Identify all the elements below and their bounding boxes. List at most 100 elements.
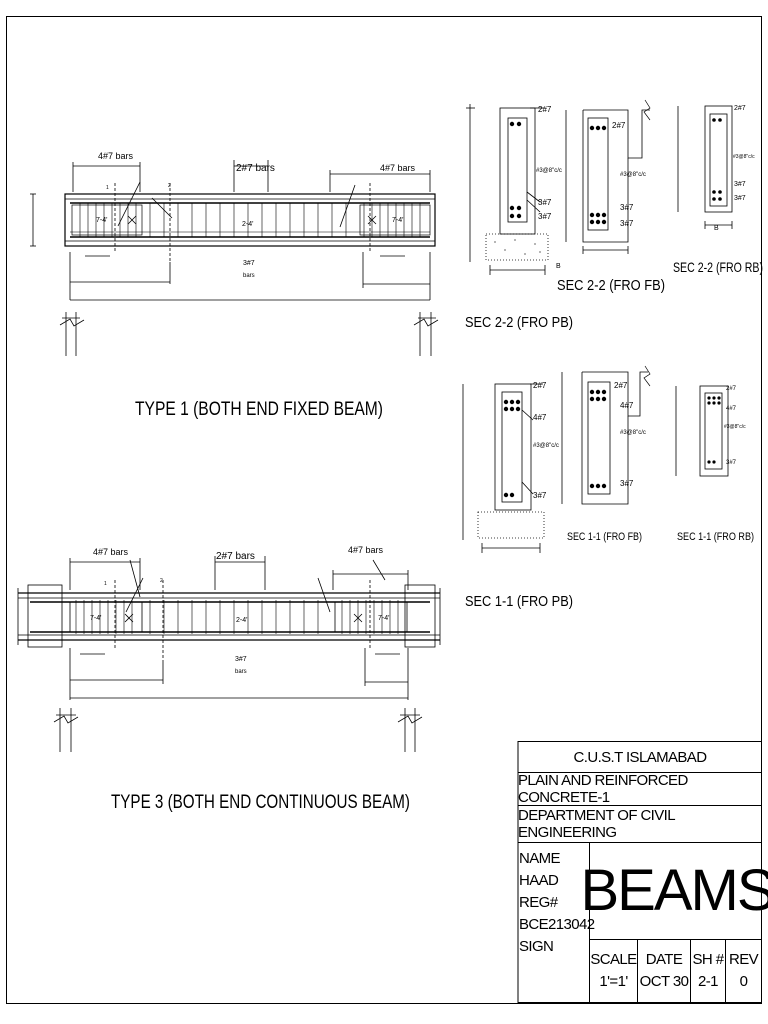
type1-labels: 4#7 bars 2#7 bars 4#7 bars 3#7 bars 7-4'… <box>96 151 416 420</box>
sec11-rb-top: 2#7 <box>726 386 737 392</box>
type1-right-dim: 7-4' <box>392 217 403 224</box>
section-22-rb-labels: 2#7 #3@8"c/c 3#7 3#7 B SEC 2-2 (FRO RB) <box>673 105 763 275</box>
section-22-pb-rebar <box>509 121 522 219</box>
sec11-rb-bot: 3#7 <box>726 460 737 466</box>
sec22-fb-stirrup: #3@8"c/c <box>620 172 646 178</box>
type1-top-left-bars: 4#7 bars <box>98 151 134 161</box>
type3-top-left-bars: 4#7 bars <box>93 547 129 557</box>
type1-top-right-bars: 4#7 bars <box>380 163 416 173</box>
type1-top-mid-bars: 2#7 bars <box>236 163 275 174</box>
scale-label: SCALE <box>590 951 637 968</box>
section-22-fb-rebar <box>589 125 607 225</box>
type3-beam-elevation <box>17 556 441 752</box>
section-22-pb-hatch <box>494 239 541 255</box>
sheet-label: SH # <box>692 951 725 968</box>
date-label: DATE <box>645 951 683 968</box>
sec22-pb-caption: SEC 2-2 (FRO PB) <box>465 314 573 331</box>
course-text: PLAIN AND REINFORCED CONCRETE-1 <box>518 772 688 806</box>
section-11-rb-labels: 2#7 4#7 #3@8"c/c 3#7 SEC 1-1 (FRO RB) <box>677 386 754 543</box>
drawing-title: BEAMS <box>580 850 768 930</box>
type1-beam-elevation <box>30 160 439 356</box>
type3-mid-dim: 2-4' <box>236 617 247 624</box>
type1-mid-dim: 2-4' <box>242 221 253 228</box>
sec11-rb-top2: 4#7 <box>726 406 737 412</box>
type3-bottom-bars-unit: bars <box>235 669 247 675</box>
section-22-pb-labels: 2#7 #3@8"c/c 3#7 3#7 SEC 2-2 (FRO PB) <box>465 105 573 331</box>
sec22-rb-stirrup: #3@8"c/c <box>733 154 755 160</box>
sec11-fb-top: 2#7 <box>614 381 628 390</box>
type3-right-dim: 7-4' <box>378 615 389 622</box>
sec22-fb-caption: SEC 2-2 (FRO FB) <box>557 277 665 294</box>
title-block-institution: C.U.S.T ISLAMABAD <box>518 742 762 772</box>
title-block-frame <box>517 741 762 1003</box>
sec11-fb-caption: SEC 1-1 (FRO FB) <box>567 531 642 543</box>
sec11-pb-stirrup: #3@8"c/c <box>533 443 559 449</box>
name-label: NAME <box>519 850 561 867</box>
section-11-rb-rebar <box>707 396 721 464</box>
sign-label: SIGN <box>519 938 554 955</box>
sec22-fb-bot1: 3#7 <box>620 203 634 212</box>
sec11-fb-top2: 4#7 <box>620 401 634 410</box>
sec22-fb-bot2: 3#7 <box>620 219 634 228</box>
type3-title: TYPE 3 (BOTH END CONTINUOUS BEAM) <box>111 792 410 813</box>
section-11-fb-rebar <box>589 389 607 489</box>
sec22-rb-bot2: 3#7 <box>734 195 746 202</box>
drawing-title-text: BEAMS <box>580 857 768 923</box>
name-value: HAAD <box>519 872 559 889</box>
scale-value: 1'=1' <box>599 973 628 990</box>
sec22-fb-top: 2#7 <box>612 121 626 130</box>
sheet-cell: SH # 2-1 <box>691 940 725 1002</box>
sec22-rb-caption: SEC 2-2 (FRO RB) <box>673 259 763 275</box>
section-11-pb-labels: 2#7 4#7 #3@8"c/c 3#7 SEC 1-1 (FRO PB) <box>465 381 573 610</box>
type3-top-mid-bars: 2#7 bars <box>216 551 255 562</box>
sec11-pb-bot: 3#7 <box>533 491 547 500</box>
type1-mark-1: 1 <box>106 185 109 191</box>
type3-bottom-bars: 3#7 <box>235 656 247 663</box>
sec11-fb-stirrup: #3@8"c/c <box>620 430 646 436</box>
type3-left-dim: 7-4' <box>90 615 101 622</box>
reg-label: REG# <box>519 894 558 911</box>
date-cell: DATE OCT 30 <box>638 940 690 1002</box>
section-11-fb <box>561 365 651 505</box>
sec22-rb-bot1: 3#7 <box>734 181 746 188</box>
title-block-course: PLAIN AND REINFORCED CONCRETE-1 <box>518 772 762 806</box>
title-block-student-info: NAME HAAD REG# BCE213042 SIGN <box>519 848 595 958</box>
type1-title: TYPE 1 (BOTH END FIXED BEAM) <box>135 399 383 420</box>
section-11-pb <box>462 383 545 553</box>
sec11-rb-caption: SEC 1-1 (FRO RB) <box>677 531 754 543</box>
section-22-fb-labels: 2#7 #3@8"c/c 3#7 3#7 B SEC 2-2 (FRO FB) <box>556 121 665 294</box>
sec22-pb-stirrup: #3@8"c/c <box>536 168 562 174</box>
date-value: OCT 30 <box>639 973 689 990</box>
sec22-fb-mark: B <box>556 263 561 270</box>
institution-text: C.U.S.T ISLAMABAD <box>573 748 708 766</box>
sec22-pb-top: 2#7 <box>538 105 552 114</box>
type1-mark-2: 2 <box>168 183 171 189</box>
sec22-pb-bot1: 3#7 <box>538 198 552 207</box>
sec11-rb-stirrup: #3@8"c/c <box>724 424 746 430</box>
scale-cell: SCALE 1'=1' <box>590 940 637 1002</box>
type1-bottom-bars: 3#7 <box>243 260 255 267</box>
sec22-rb-mark: B <box>714 225 719 232</box>
department-text: DEPARTMENT OF CIVIL ENGINEERING <box>518 807 675 841</box>
type3-top-right-bars: 4#7 bars <box>348 545 384 555</box>
sheet-value: 2-1 <box>698 973 718 990</box>
sec11-pb-caption: SEC 1-1 (FRO PB) <box>465 593 573 610</box>
rev-cell: REV 0 <box>726 940 761 1002</box>
type3-mark-2: 2 <box>160 578 163 584</box>
sec11-pb-top2: 4#7 <box>533 413 547 422</box>
sec11-fb-bot: 3#7 <box>620 479 634 488</box>
section-11-fb-labels: 2#7 4#7 #3@8"c/c 3#7 SEC 1-1 (FRO FB) <box>567 381 646 543</box>
type3-mark-1: 1 <box>104 581 107 587</box>
sec22-rb-top: 2#7 <box>734 105 746 112</box>
section-22-rb <box>677 105 733 229</box>
rev-label: REV <box>728 951 759 968</box>
reg-value: BCE213042 <box>519 916 595 933</box>
type1-bottom-bars-unit: bars <box>243 273 255 279</box>
type1-left-dim: 7-4' <box>96 217 107 224</box>
section-11-rb <box>675 385 729 477</box>
section-22-rb-rebar <box>712 118 722 201</box>
section-22-fb <box>565 99 651 254</box>
section-22-pb <box>466 104 549 275</box>
sec22-pb-bot2: 3#7 <box>538 212 552 221</box>
